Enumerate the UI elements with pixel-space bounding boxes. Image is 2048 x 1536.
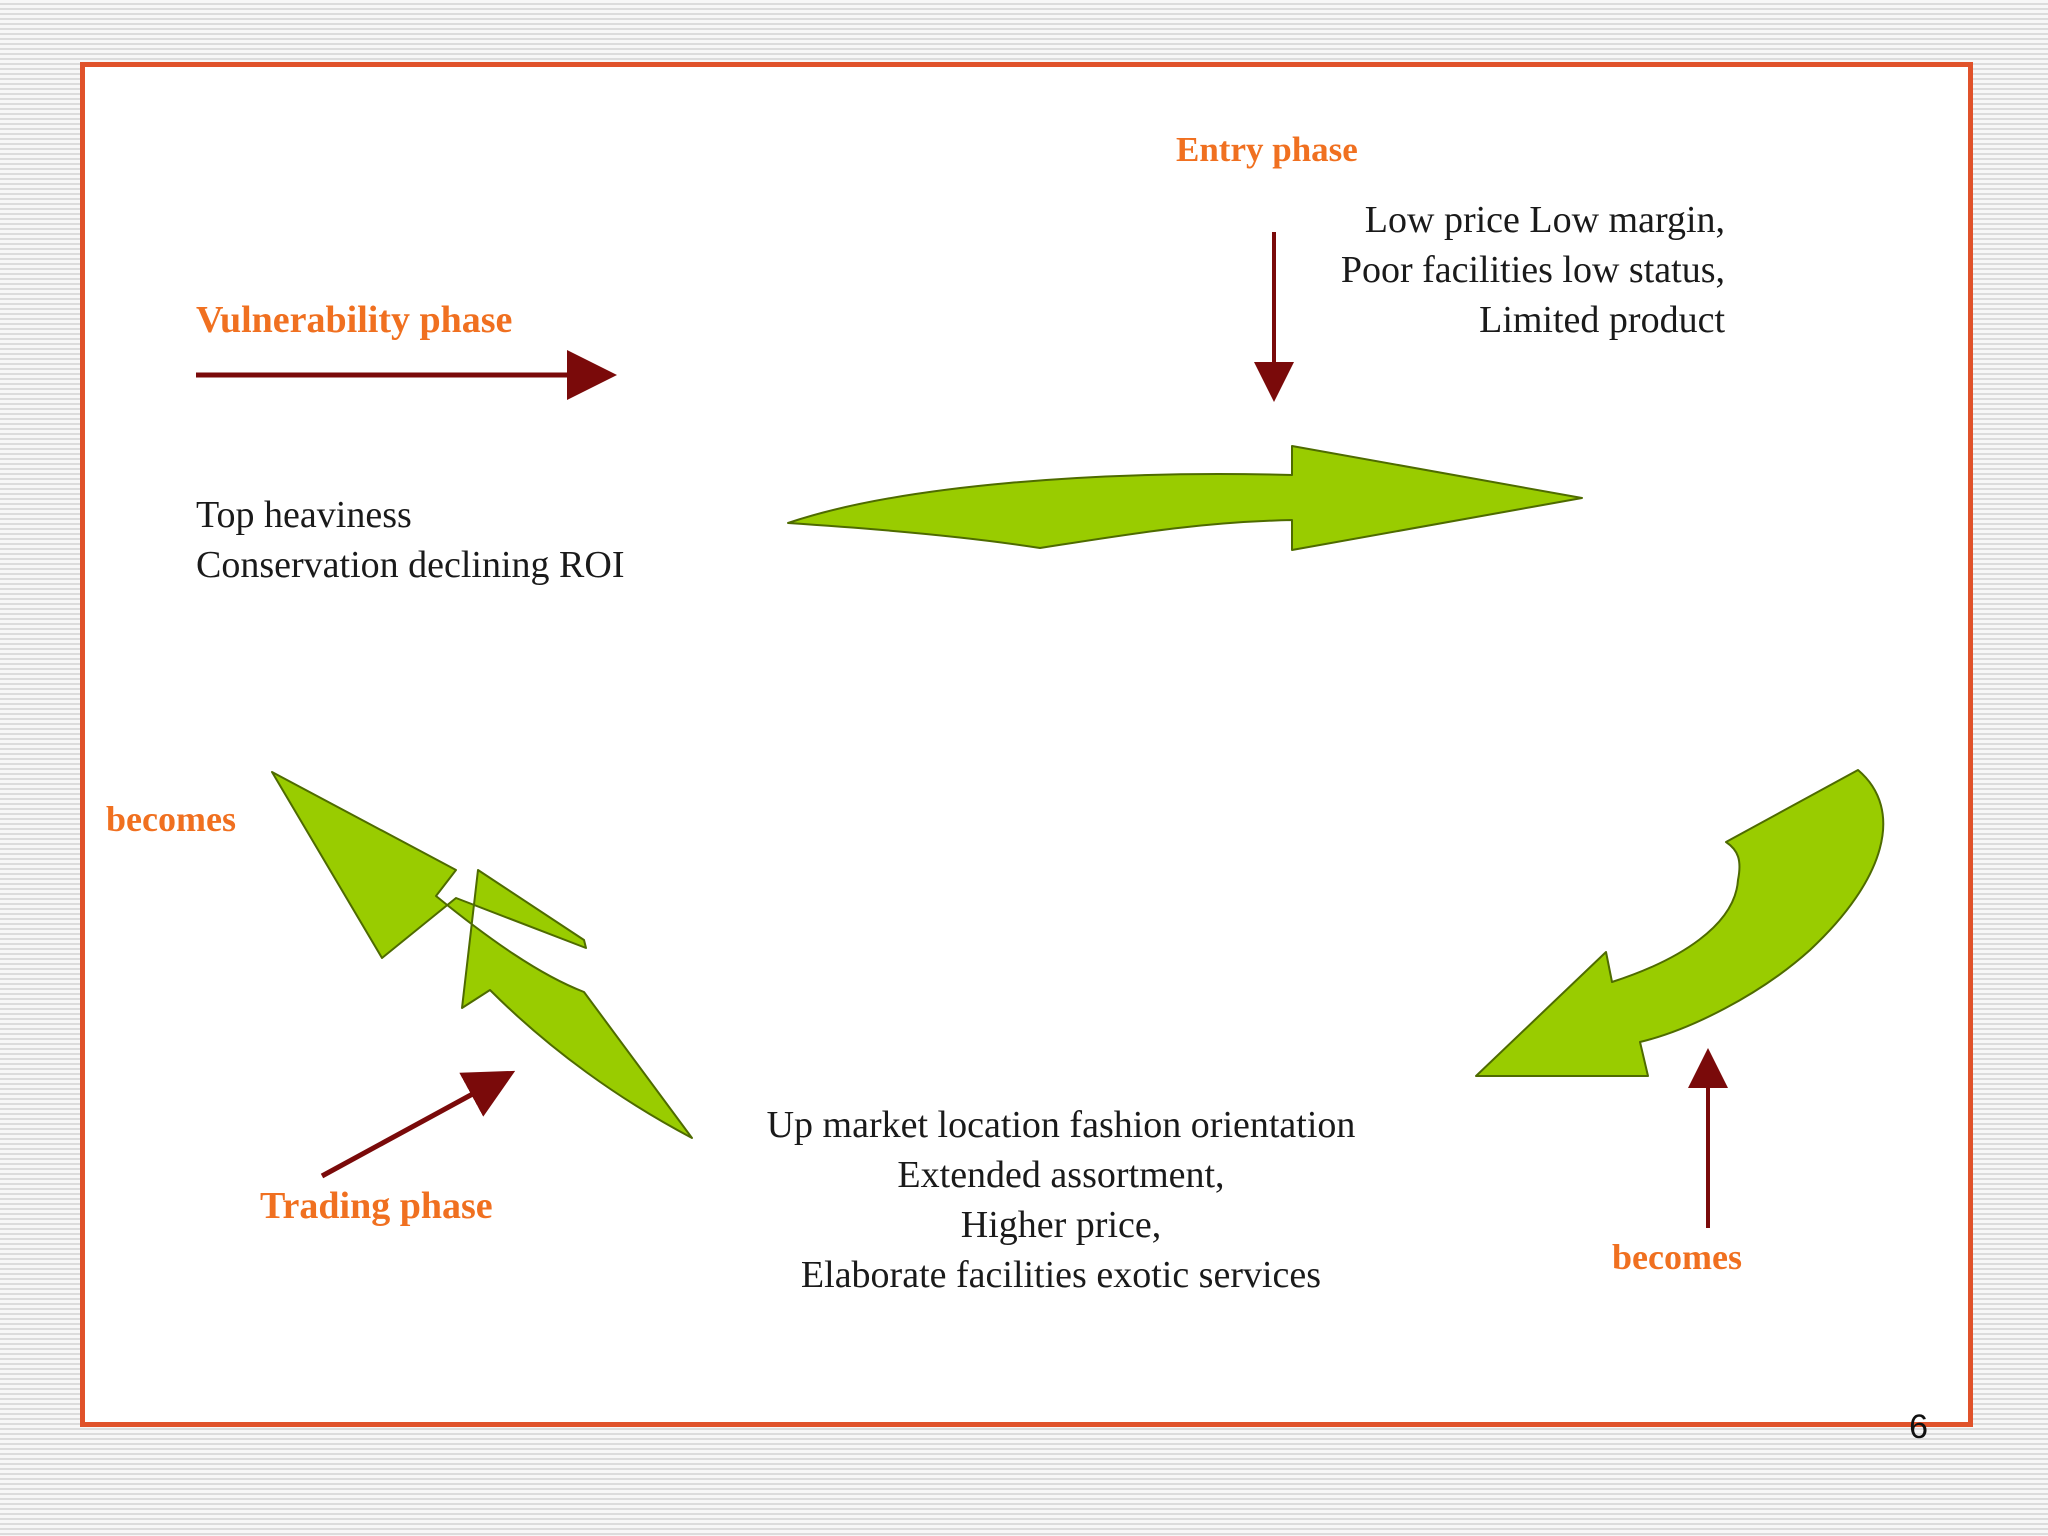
vulnerability-description: Top heaviness Conservation declining ROI xyxy=(196,490,624,590)
vulnerability-phase-label: Vulnerability phase xyxy=(196,299,513,341)
trading-line: Extended assortment, xyxy=(897,1154,1225,1196)
trading-line: Higher price, xyxy=(960,1204,1162,1246)
entry-line: Low price Low margin, xyxy=(1364,199,1725,241)
trading-pointer-arrow xyxy=(320,1070,516,1179)
entry-line: Limited product xyxy=(1479,299,1725,341)
becomes-left-label: becomes xyxy=(106,799,236,839)
entry-line: Poor facilities low status, xyxy=(1340,249,1725,291)
becomes-right-label: becomes xyxy=(1612,1237,1742,1277)
page-number: 6 xyxy=(1909,1408,1928,1446)
trading-line: Elaborate facilities exotic services xyxy=(800,1254,1322,1296)
slide-frame xyxy=(80,62,1973,1427)
entry-phase-label: Entry phase xyxy=(1176,130,1358,169)
cycle-arrow-left xyxy=(271,771,693,1139)
entry-description: Low price Low margin, Poor facilities lo… xyxy=(1341,195,1725,345)
cycle-arrow-top xyxy=(787,445,1583,551)
cycle-arrow-right xyxy=(1475,769,1885,1077)
vulnerability-line: Top heaviness xyxy=(196,494,412,536)
trading-line: Up market location fashion orientation xyxy=(766,1104,1356,1146)
trading-phase-label: Trading phase xyxy=(260,1185,493,1227)
trading-description: Up market location fashion orientation E… xyxy=(756,1100,1366,1300)
vulnerability-line: Conservation declining ROI xyxy=(196,544,625,586)
